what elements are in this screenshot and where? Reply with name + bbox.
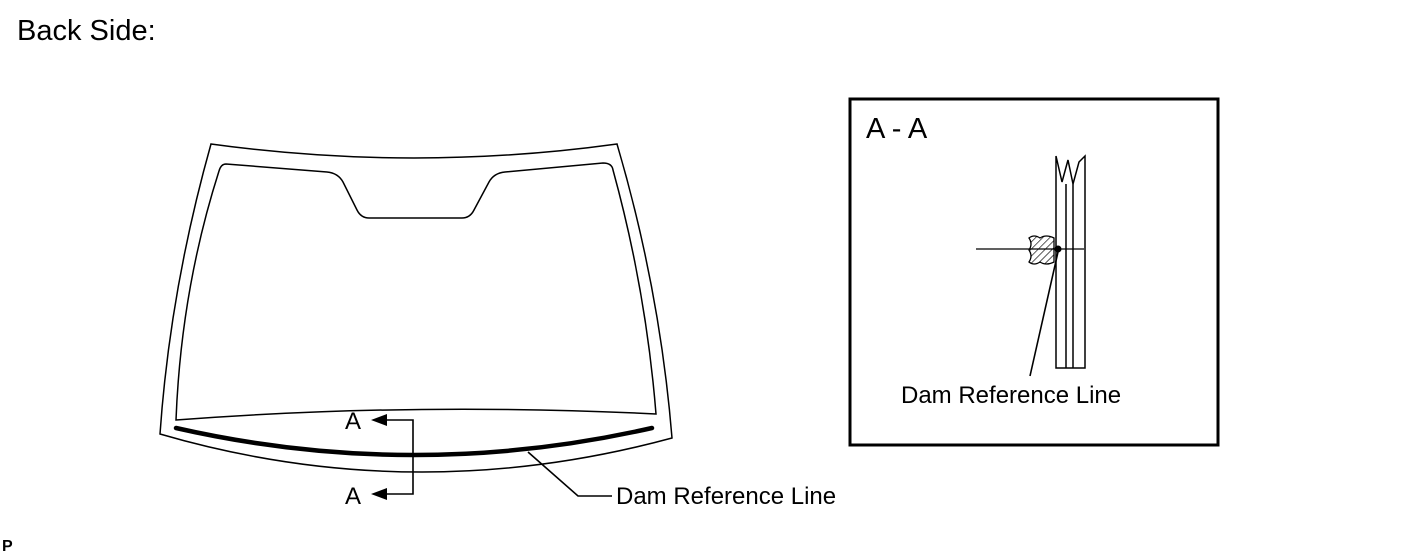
section-marker-bottom: A xyxy=(345,483,362,510)
arrow-head-bottom xyxy=(371,488,387,500)
page-heading: Back Side: xyxy=(17,15,156,47)
detail-title: A - A xyxy=(866,113,928,145)
section-indicator xyxy=(386,419,414,495)
dam-reference-line xyxy=(173,425,655,458)
windshield-callout-leader xyxy=(527,451,612,497)
detail-callout-leader xyxy=(1029,251,1059,377)
windshield-callout-label: Dam Reference Line xyxy=(616,483,837,510)
windshield-outer-edge xyxy=(159,143,673,473)
windshield-inner-border xyxy=(175,162,657,421)
dam-reference-point xyxy=(1054,245,1062,253)
figure-code: P xyxy=(2,538,13,555)
detail-box xyxy=(848,97,1220,447)
arrow-head-top xyxy=(371,414,387,426)
dam-section xyxy=(1028,235,1055,265)
glass-cross-section xyxy=(1055,154,1086,369)
detail-callout-label: Dam Reference Line xyxy=(901,382,1122,409)
section-marker-top: A xyxy=(345,408,362,435)
